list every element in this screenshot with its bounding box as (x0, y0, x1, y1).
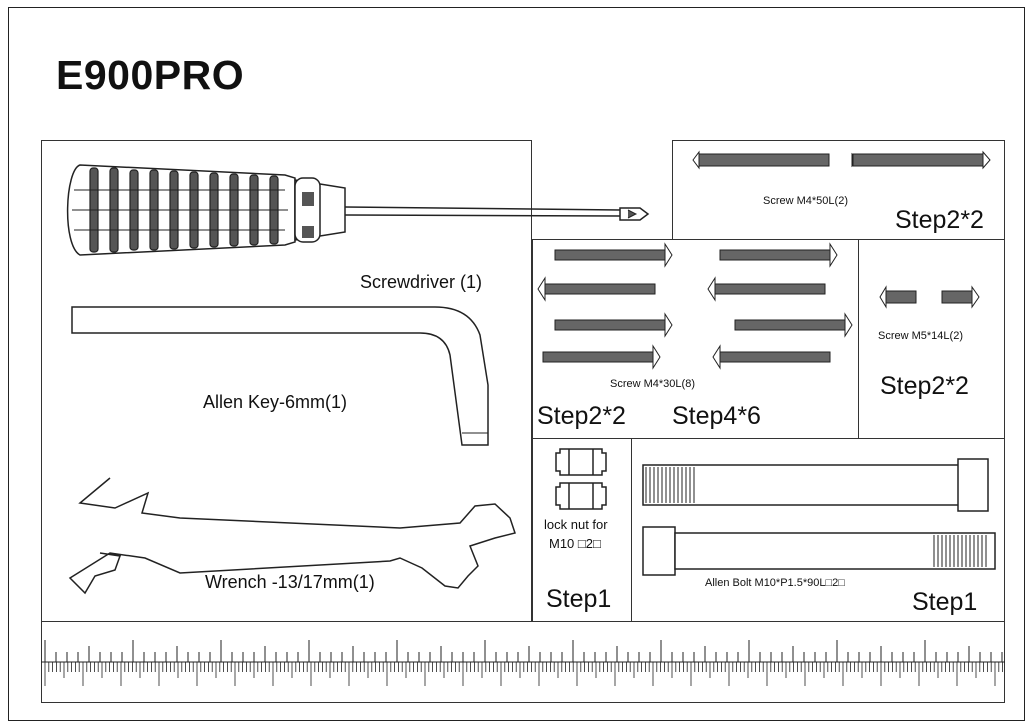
lock-nut-label-line1: lock nut for (544, 517, 608, 532)
wrench-label: Wrench -13/17mm(1) (205, 572, 375, 592)
screw-m4-30-step-a: Step2*2 (537, 402, 626, 430)
allen-bolt-label: Allen Bolt M10*P1.5*90L□2□ (705, 577, 845, 589)
screw-icon (537, 242, 853, 370)
lock-nut-icon (555, 448, 607, 510)
screw-m4-30-label: Screw M4*30L(8) (610, 378, 695, 390)
allen-key-label: Allen Key-6mm(1) (203, 392, 348, 412)
allen-bolt-step: Step1 (912, 588, 978, 616)
screw-m4-50-step: Step2*2 (895, 206, 984, 234)
screwdriver-icon (66, 164, 650, 256)
wrench-icon (68, 477, 516, 595)
allen-bolt-icon (642, 458, 996, 576)
parts-sheet-frame (8, 7, 1025, 721)
screw-m5-14-step: Step2*2 (880, 372, 969, 400)
page-title: E900PRO (56, 52, 245, 98)
lock-nut-label-line2: M10 □2□ (549, 536, 601, 551)
screw-m4-50-label: Screw M4*50L(2) (763, 195, 848, 207)
screwdriver-label: Screwdriver (1) (360, 272, 483, 292)
screw-m4-30-step-b: Step4*6 (672, 402, 761, 430)
screw-m5-14-label: Screw M5*14L(2) (878, 330, 963, 342)
ruler-icon (41, 640, 1005, 686)
allen-key-icon (71, 306, 489, 446)
screw-icon (879, 285, 980, 309)
screw-icon (692, 150, 991, 170)
lock-nut-step: Step1 (546, 585, 612, 613)
